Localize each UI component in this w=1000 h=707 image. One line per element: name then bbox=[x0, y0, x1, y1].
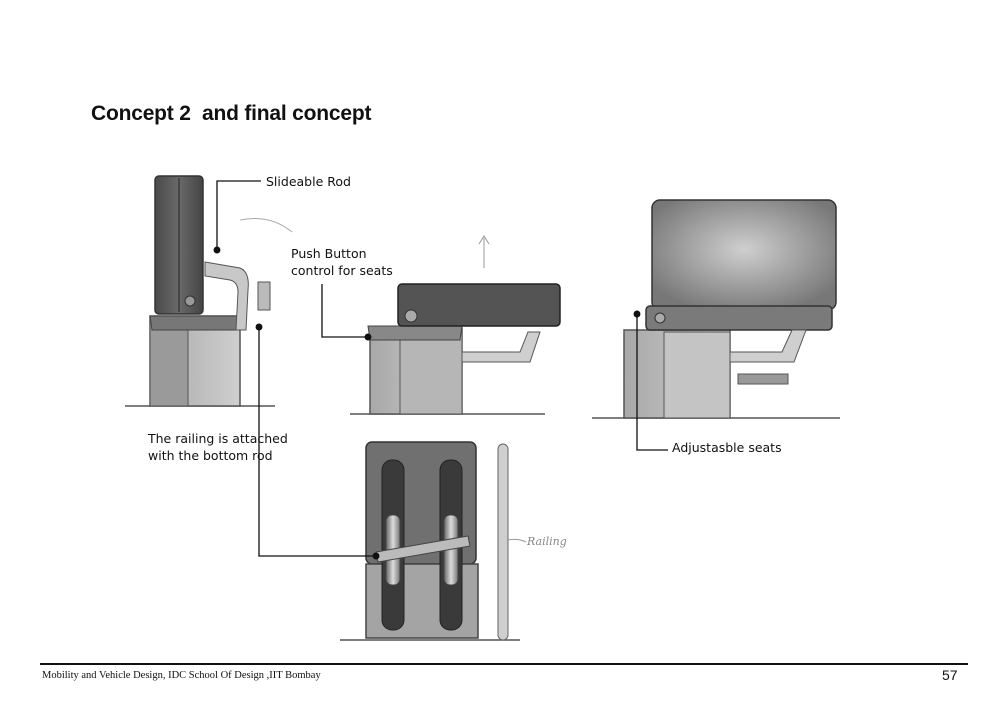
slideable-rod-label: Slideable Rod bbox=[266, 174, 351, 189]
upright-seat-sketch bbox=[592, 199, 840, 419]
page-title: Concept 2 and final concept bbox=[91, 102, 372, 125]
push-button-label: Push Button control for seats bbox=[291, 245, 393, 279]
folded-seat-sketch bbox=[125, 175, 293, 407]
adjustable-seats-label: Adjustasble seats bbox=[672, 440, 782, 455]
railing-label-line2: with the bottom rod bbox=[148, 448, 273, 463]
leader-push-button bbox=[321, 284, 366, 338]
push-button-label-line1: Push Button bbox=[291, 246, 367, 261]
leader-lines bbox=[213, 180, 668, 560]
handwritten-railing-note: Railing bbox=[527, 535, 567, 548]
leader-slideable-rod bbox=[216, 180, 261, 248]
railing-label-line1: The railing is attached bbox=[148, 431, 288, 446]
leader-railing bbox=[258, 329, 374, 557]
flat-seat-sketch bbox=[350, 235, 561, 415]
front-view-sketch bbox=[340, 441, 527, 641]
push-button-label-line2: control for seats bbox=[291, 263, 393, 278]
page-number: 57 bbox=[942, 667, 958, 683]
leader-adjustable-seats bbox=[636, 316, 668, 451]
footer-text: Mobility and Vehicle Design, IDC School … bbox=[42, 670, 321, 681]
footer-divider bbox=[40, 663, 968, 665]
railing-label: The railing is attached with the bottom … bbox=[148, 430, 288, 464]
